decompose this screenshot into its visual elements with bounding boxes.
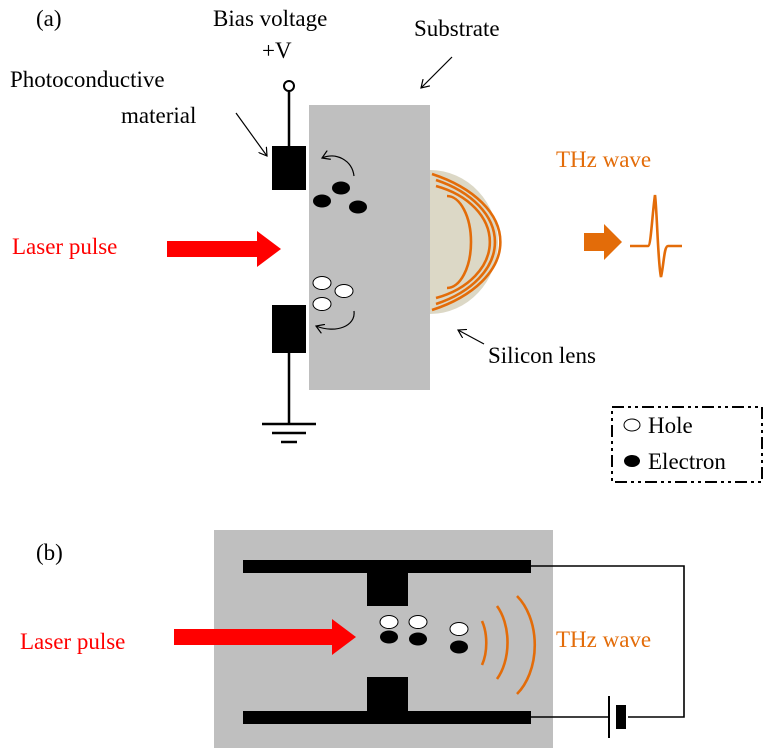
- legend-hole-label: Hole: [648, 413, 693, 438]
- hole-drift-arrow: [316, 310, 355, 329]
- thz-wave-arcs-a: [431, 172, 502, 312]
- hole-symbol: [623, 418, 641, 432]
- substrate-label: Substrate: [414, 16, 500, 41]
- thz-wave-arcs-b: [480, 595, 537, 695]
- panel-a: (a): [10, 6, 763, 483]
- top-strip-electrode: [243, 560, 531, 573]
- panel-a-label: (a): [36, 6, 62, 31]
- holes-a: [312, 276, 354, 311]
- carriers-b: [379, 615, 469, 654]
- thz-output-arrow: [584, 224, 622, 260]
- ground-icon: [262, 422, 316, 444]
- panel-b-label: (b): [36, 540, 63, 565]
- silicon-lens-label: Silicon lens: [488, 343, 596, 368]
- top-electrode-tab: [367, 573, 408, 606]
- thz-pulse-waveform: [630, 194, 682, 278]
- photoconductive-pointer: [235, 112, 267, 156]
- bottom-strip-electrode: [243, 711, 531, 724]
- legend-box: [611, 406, 763, 483]
- battery-short-plate: [616, 705, 626, 729]
- bias-voltage-label: Bias voltage: [213, 6, 327, 31]
- photoconductive-label-line2: material: [121, 103, 196, 128]
- electrons-a: [313, 181, 367, 214]
- legend: Hole Electron: [611, 406, 763, 483]
- bottom-electrode-tab: [367, 677, 408, 713]
- electron-symbol: [624, 455, 640, 467]
- substrate-pointer: [421, 56, 453, 88]
- top-electrode: [272, 146, 306, 190]
- bias-circuit: [531, 565, 685, 718]
- bias-terminal: [283, 80, 295, 92]
- silicon-lens: [430, 170, 498, 314]
- laser-pulse-label-a: Laser pulse: [12, 234, 117, 259]
- thz-wave-label-a: THz wave: [556, 147, 651, 172]
- photoconductive-label-line1: Photoconductive: [10, 67, 165, 92]
- bottom-electrode: [272, 305, 306, 353]
- laser-arrow-a: [167, 231, 281, 267]
- laser-pulse-label-b: Laser pulse: [20, 629, 125, 654]
- plus-v-label: +V: [262, 38, 292, 63]
- electron-drift-arrow: [322, 156, 355, 177]
- thz-wave-label-b: THz wave: [556, 627, 651, 652]
- silicon-lens-pointer: [458, 330, 485, 345]
- panel-b: (b) Laser pulse: [20, 530, 685, 748]
- legend-electron-label: Electron: [648, 449, 726, 474]
- laser-arrow-b: [174, 619, 356, 655]
- substrate: [309, 105, 430, 390]
